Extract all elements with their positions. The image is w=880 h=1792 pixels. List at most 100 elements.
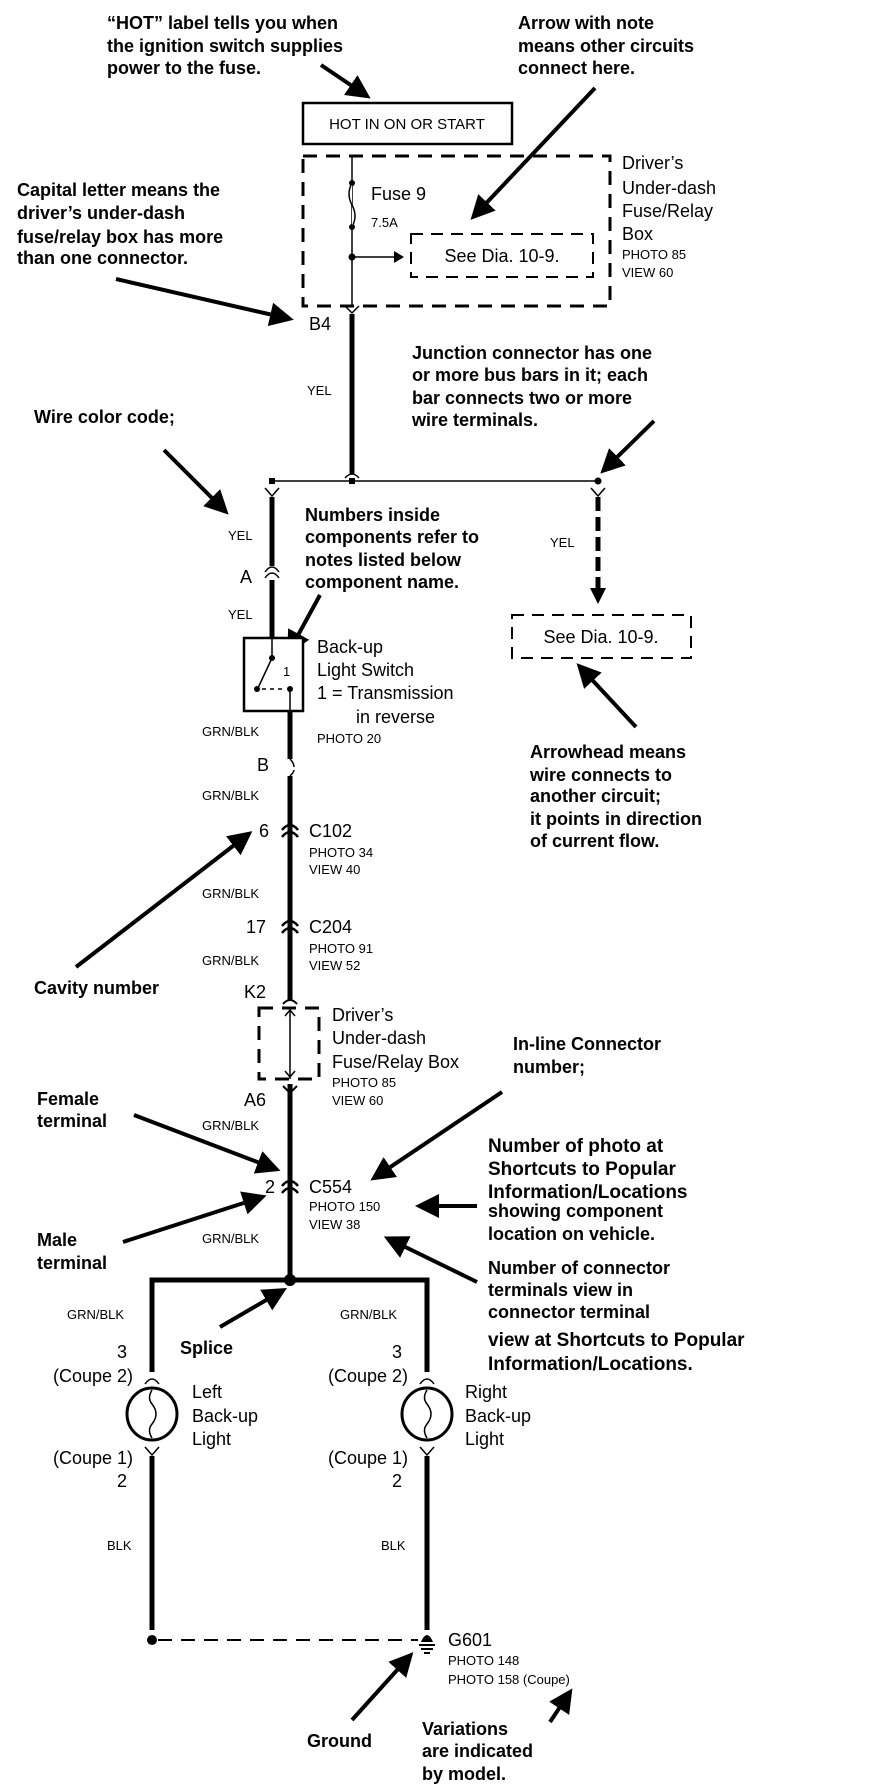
- svg-text:Female: Female: [37, 1089, 99, 1109]
- note-splice: Splice: [180, 1338, 233, 1358]
- svg-text:Under-dash: Under-dash: [332, 1028, 426, 1048]
- svg-text:terminals view in: terminals view in: [488, 1280, 633, 1300]
- connector-b4-label: B4: [309, 314, 331, 334]
- wire-color-label: GRN/BLK: [202, 1118, 259, 1133]
- svg-text:3: 3: [392, 1342, 402, 1362]
- left-backup-light: 3 (Coupe 2) (Coupe 1) 2 Left Back-up Lig…: [53, 1342, 258, 1491]
- svg-text:bar connects two or more: bar connects two or more: [412, 388, 632, 408]
- svg-text:terminal: terminal: [37, 1253, 107, 1273]
- note-arrow-with-note: Arrow with note means other circuits con…: [518, 13, 694, 78]
- svg-text:Box: Box: [622, 224, 653, 244]
- svg-text:See Dia. 10-9.: See Dia. 10-9.: [444, 246, 559, 266]
- svg-text:or more bus bars in it; each: or more bus bars in it; each: [412, 365, 648, 385]
- arrow-icon: [74, 831, 253, 969]
- svg-text:Variations: Variations: [422, 1719, 508, 1739]
- svg-text:PHOTO 34: PHOTO 34: [309, 845, 373, 860]
- male-terminal-icon: [264, 566, 280, 579]
- arrow-icon: [600, 419, 656, 474]
- svg-text:VIEW 38: VIEW 38: [309, 1217, 360, 1232]
- svg-text:the ignition switch supplies: the ignition switch supplies: [107, 36, 343, 56]
- svg-text:2: 2: [392, 1471, 402, 1491]
- note-arrowhead: Arrowhead means wire connects to another…: [529, 742, 702, 851]
- svg-text:“HOT” label tells you when: “HOT” label tells you when: [107, 13, 338, 33]
- wire-color-label: GRN/BLK: [202, 953, 259, 968]
- ground-g601: G601 PHOTO 148 PHOTO 158 (Coupe): [147, 1630, 570, 1687]
- svg-text:another circuit;: another circuit;: [530, 786, 661, 806]
- svg-text:driver’s under-dash: driver’s under-dash: [17, 203, 185, 223]
- svg-text:Right: Right: [465, 1382, 507, 1402]
- svg-text:Fuse/Relay Box: Fuse/Relay Box: [332, 1052, 459, 1072]
- wire-color-label: GRN/BLK: [202, 724, 259, 739]
- arrow-icon: [370, 1090, 504, 1181]
- svg-text:Arrowhead means: Arrowhead means: [530, 742, 686, 762]
- note-photo-number: Number of photo at Shortcuts to Popular …: [488, 1136, 688, 1244]
- note-wire-color-code: Wire color code;: [34, 407, 175, 427]
- wire-color-label: GRN/BLK: [67, 1307, 124, 1322]
- arrow-icon: [350, 1652, 414, 1722]
- svg-text:G601: G601: [448, 1630, 492, 1650]
- svg-text:showing component: showing component: [488, 1201, 663, 1221]
- note-capital-letter: Capital letter means the driver’s under-…: [17, 180, 223, 268]
- svg-text:by model.: by model.: [422, 1764, 506, 1784]
- wire-color-label: BLK: [107, 1538, 132, 1553]
- svg-text:1 = Transmission: 1 = Transmission: [317, 683, 454, 703]
- svg-text:Light Switch: Light Switch: [317, 660, 414, 680]
- svg-text:connect here.: connect here.: [518, 58, 635, 78]
- svg-text:wire terminals.: wire terminals.: [411, 410, 538, 430]
- svg-text:C554: C554: [309, 1177, 352, 1197]
- svg-text:it points in direction: it points in direction: [530, 809, 702, 829]
- svg-text:VIEW 60: VIEW 60: [332, 1093, 383, 1108]
- svg-text:PHOTO 158 (Coupe): PHOTO 158 (Coupe): [448, 1672, 570, 1687]
- svg-text:view at Shortcuts to Popular: view at Shortcuts to Popular: [488, 1330, 745, 1351]
- wire-grn-blk-branches: [149, 1277, 430, 1372]
- female-terminal-icon: [344, 305, 360, 315]
- svg-text:Arrow with note: Arrow with note: [518, 13, 654, 33]
- wire-color-label: GRN/BLK: [202, 1231, 259, 1246]
- wire-color-label: YEL: [228, 528, 253, 543]
- svg-text:VIEW 52: VIEW 52: [309, 958, 360, 973]
- note-inline-connector: In-line Connector number;: [513, 1034, 661, 1077]
- svg-text:(Coupe 2): (Coupe 2): [328, 1366, 408, 1386]
- svg-text:Driver’s: Driver’s: [622, 153, 683, 173]
- arrow-icon: [576, 663, 638, 729]
- svg-text:Left: Left: [192, 1382, 222, 1402]
- svg-text:Fuse 9: Fuse 9: [371, 184, 426, 204]
- svg-text:C102: C102: [309, 821, 352, 841]
- arrow-icon: [162, 448, 229, 515]
- wire-color-label: YEL: [228, 607, 253, 622]
- note-ground: Ground: [307, 1731, 372, 1751]
- connector-a-label: A: [240, 567, 252, 587]
- svg-text:power to the fuse.: power to the fuse.: [107, 58, 261, 78]
- svg-text:PHOTO 91: PHOTO 91: [309, 941, 373, 956]
- svg-text:VIEW 40: VIEW 40: [309, 862, 360, 877]
- note-female-terminal: Female terminal: [37, 1089, 107, 1131]
- svg-text:3: 3: [117, 1342, 127, 1362]
- connector-c554: 2 C554 PHOTO 150 VIEW 38: [265, 1177, 380, 1232]
- svg-text:Information/Locations: Information/Locations: [488, 1182, 688, 1203]
- note-male-terminal: Male terminal: [37, 1230, 107, 1273]
- svg-text:Male: Male: [37, 1230, 77, 1250]
- svg-text:number;: number;: [513, 1057, 585, 1077]
- svg-text:6: 6: [259, 821, 269, 841]
- fuse-relay-box-top: Fuse 9 7.5A See Dia. 10-9. Driver’s Unde…: [301, 153, 716, 308]
- arrow-icon: [383, 1236, 478, 1284]
- svg-text:Number of photo at: Number of photo at: [488, 1136, 664, 1157]
- fuse-relay-box-mid: Driver’s Under-dash Fuse/Relay Box PHOTO…: [257, 999, 459, 1108]
- arrow-icon: [115, 277, 294, 327]
- svg-text:Number of connector: Number of connector: [488, 1258, 670, 1278]
- wire-color-label: GRN/BLK: [202, 788, 259, 803]
- svg-text:HOT IN ON OR START: HOT IN ON OR START: [329, 116, 485, 133]
- svg-text:Information/Locations.: Information/Locations.: [488, 1354, 693, 1375]
- svg-text:Driver’s: Driver’s: [332, 1005, 393, 1025]
- svg-text:are indicated: are indicated: [422, 1741, 533, 1761]
- arrow-icon: [394, 251, 404, 263]
- svg-text:means other circuits: means other circuits: [518, 36, 694, 56]
- svg-text:(Coupe 1): (Coupe 1): [53, 1448, 133, 1468]
- ground-icon: [421, 1635, 433, 1642]
- svg-text:components refer to: components refer to: [305, 527, 479, 547]
- svg-text:Fuse/Relay: Fuse/Relay: [622, 201, 713, 221]
- note-numbers-inside: Numbers inside components refer to notes…: [305, 505, 479, 592]
- arrow-icon: [133, 1113, 281, 1174]
- svg-text:Shortcuts to Popular: Shortcuts to Popular: [488, 1159, 677, 1180]
